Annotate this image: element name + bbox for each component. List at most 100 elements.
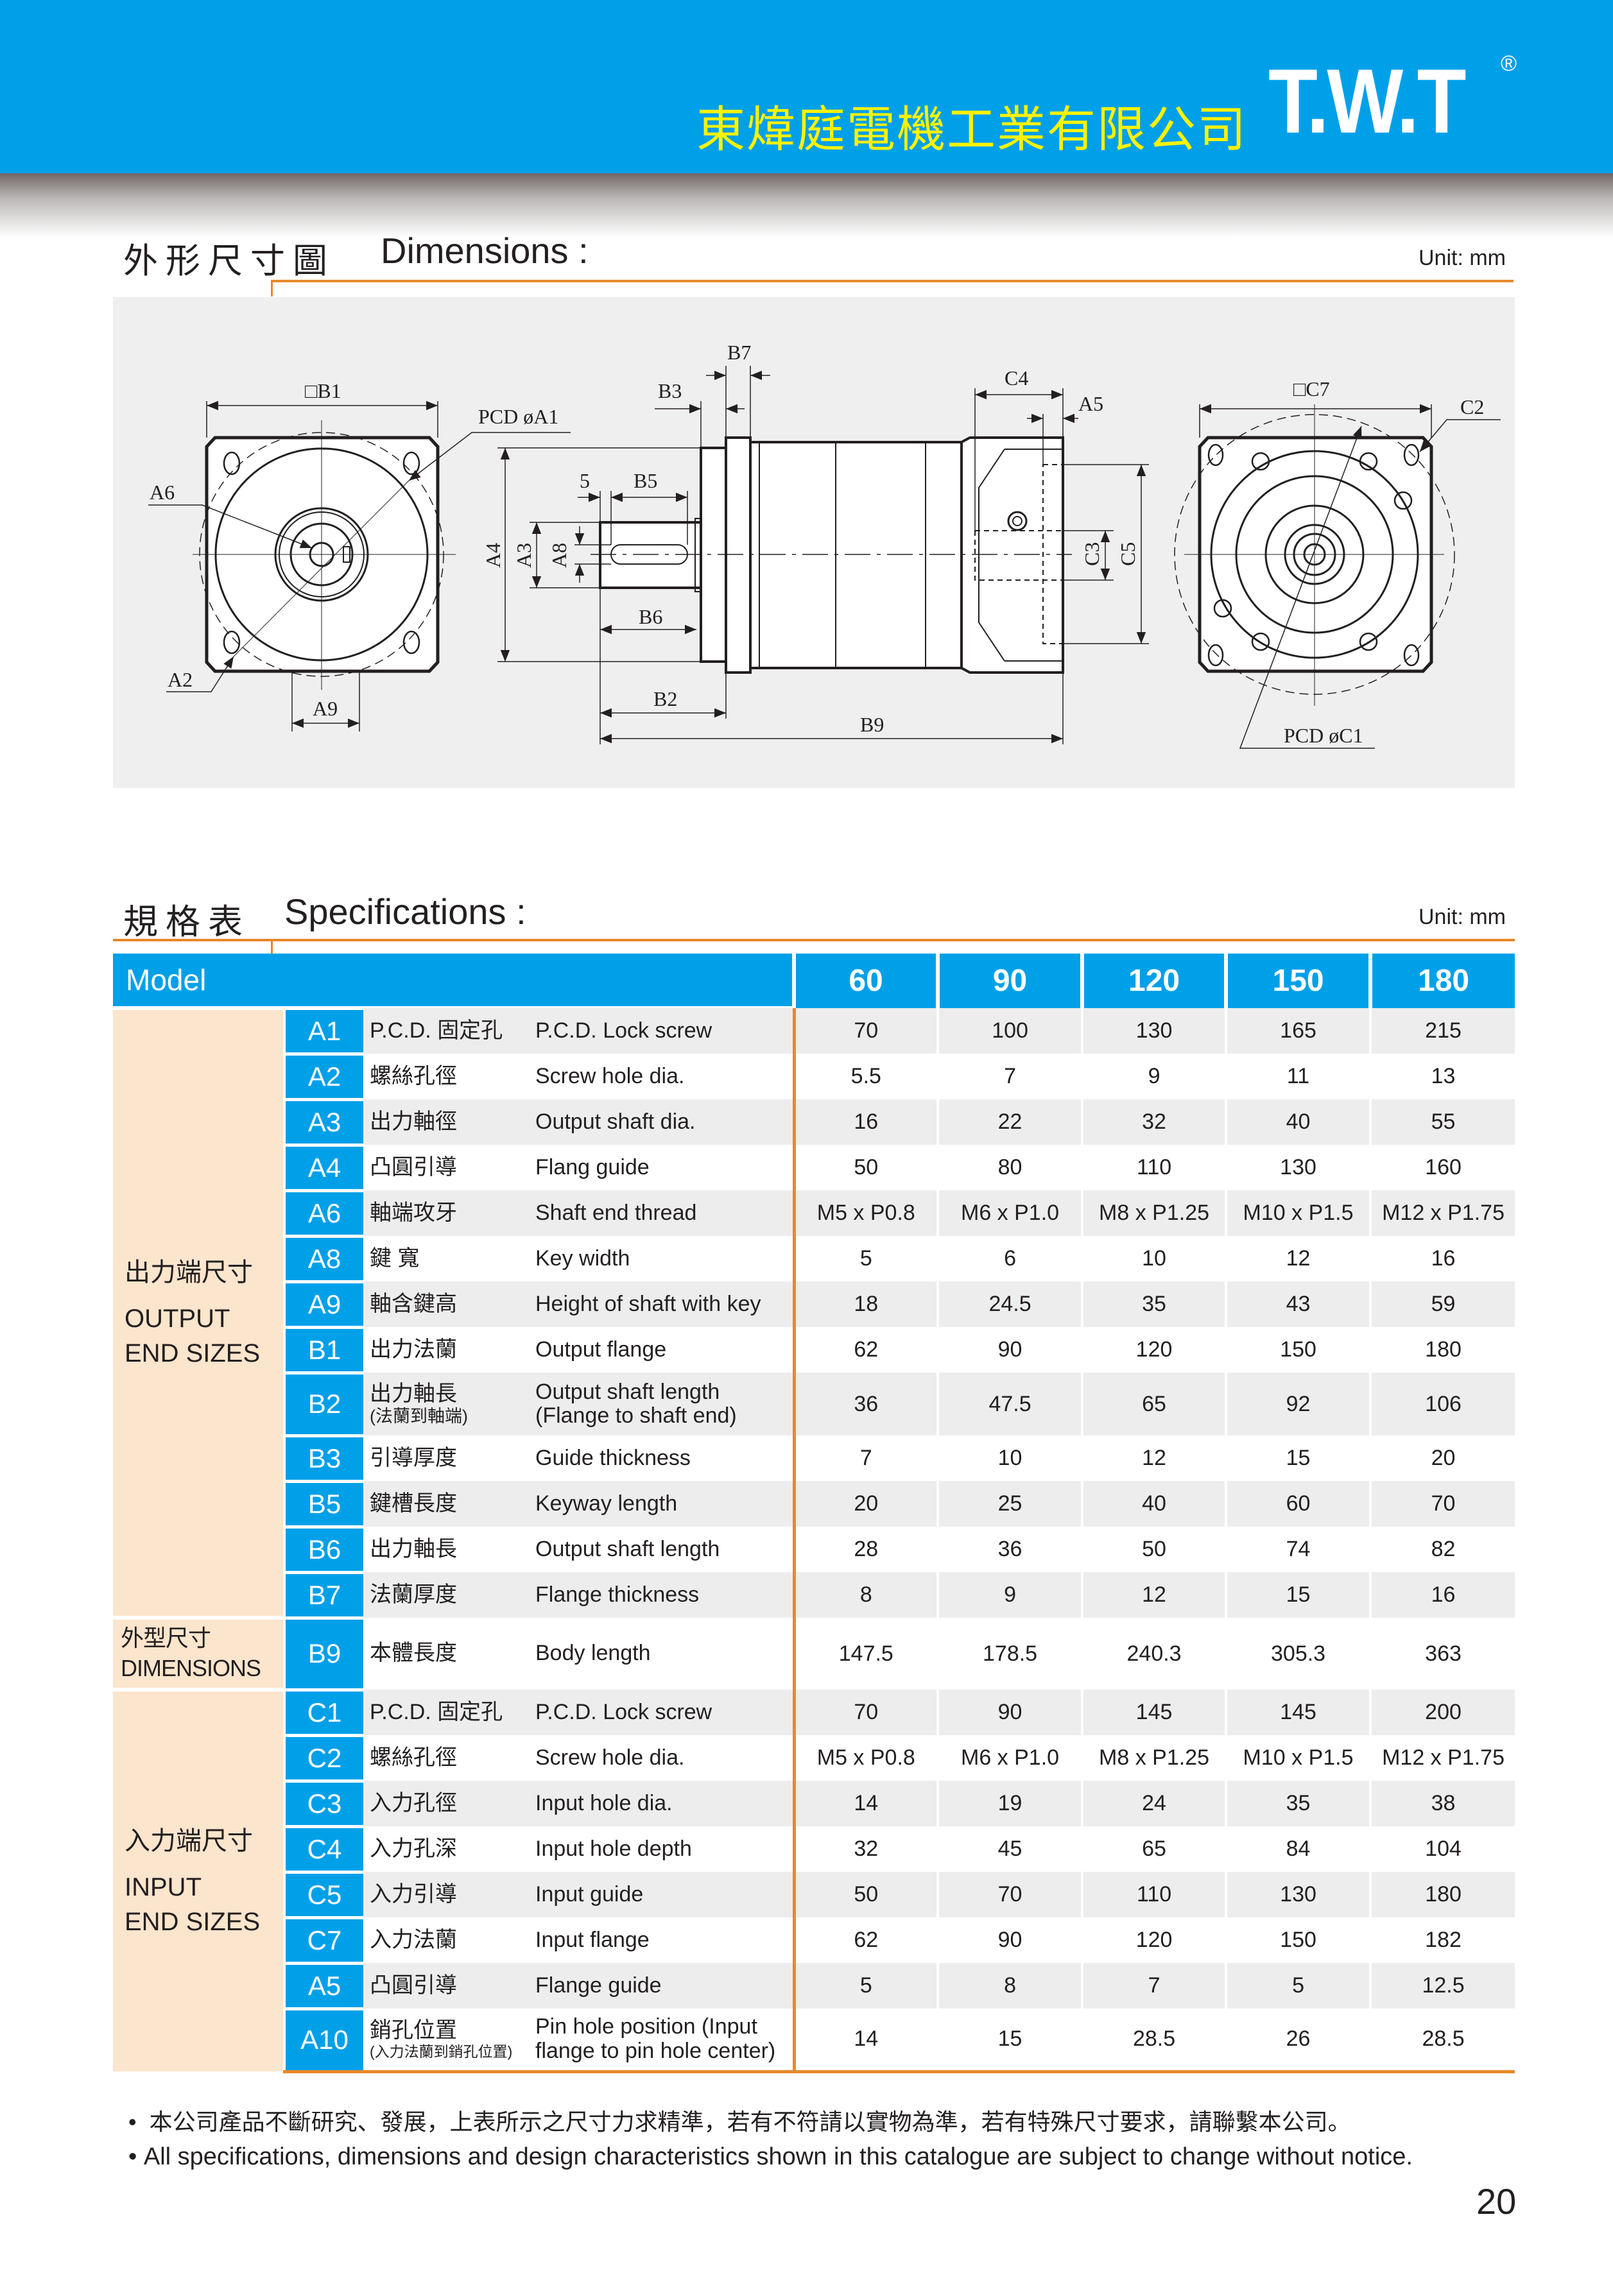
twt-logo: T.W.T — [1268, 49, 1467, 153]
value-cell-90: 24.5 — [936, 1281, 1083, 1327]
value-cell-60: 14 — [792, 2009, 938, 2073]
value-cell-60: 28 — [792, 1527, 938, 1572]
group-en-line2: END SIZES — [125, 1339, 261, 1367]
value-cell-150: 130 — [1225, 1145, 1371, 1190]
value-cell-90: 22 — [936, 1099, 1083, 1145]
value-cell-150: 5 — [1225, 1963, 1371, 2009]
header-shadow — [0, 173, 1613, 237]
param-name-en: Input guide — [530, 1872, 795, 1917]
param-name-cn: 引導厚度 — [363, 1435, 530, 1481]
value-cell-60: M5 x P0.8 — [792, 1735, 938, 1781]
param-name-en: P.C.D. Lock screw — [530, 1008, 795, 1054]
group-cn: 入力端尺寸 — [125, 1827, 253, 1855]
value-cell-90: 178.5 — [936, 1618, 1083, 1690]
page-number: 20 — [1476, 2181, 1517, 2222]
value-cell-180: 82 — [1369, 1527, 1515, 1572]
param-name-en-text: Body length — [535, 1641, 651, 1666]
param-name-cn: 本體長度 — [363, 1618, 530, 1690]
param-name-cn: 入力引導 — [363, 1872, 530, 1917]
value-cell-120: 10 — [1081, 1236, 1227, 1281]
param-name-en-text: P.C.D. Lock screw — [535, 1018, 712, 1043]
param-name-en-text: Output shaft length — [535, 1379, 720, 1404]
param-name-cn-text: P.C.D. 固定孔 — [370, 1018, 503, 1043]
value-cell-120: 65 — [1081, 1826, 1227, 1872]
side-view — [591, 436, 1072, 674]
spec-title-en: Specifications : — [284, 891, 526, 932]
param-name-en-text: Flange guide — [535, 1973, 662, 1998]
param-name-en: Guide thickness — [530, 1435, 794, 1481]
param-code: B5 — [283, 1479, 363, 1527]
param-name-cn-text: 螺絲孔徑 — [370, 1063, 457, 1088]
param-name-cn-text: 出力軸長 — [370, 1381, 457, 1406]
value-cell-180: 55 — [1369, 1099, 1515, 1145]
param-name-en: Output shaft length(Flange to shaft end) — [530, 1373, 795, 1435]
value-cell-180: 106 — [1369, 1373, 1515, 1435]
value-cell-180: 180 — [1369, 1872, 1515, 1917]
param-name-en-text: Key width — [535, 1246, 630, 1271]
param-code: B3 — [283, 1434, 363, 1481]
size-header-90: 90 — [936, 954, 1083, 1008]
param-name-cn-text: 凸圓引導 — [370, 1973, 457, 1998]
value-cell-90: 90 — [936, 1690, 1083, 1735]
param-name-en-text: Input flange — [535, 1927, 650, 1952]
param-name-cn: 鍵 寬 — [363, 1236, 530, 1281]
group-en-line1: INPUT — [125, 1873, 202, 1901]
value-cell-90: 100 — [936, 1008, 1083, 1054]
value-cell-90: 70 — [936, 1872, 1083, 1917]
value-cell-180: 38 — [1369, 1781, 1515, 1826]
param-name-en-text: Pin hole position (Input — [535, 2014, 757, 2039]
value-cell-60: 8 — [792, 1572, 938, 1618]
param-name-en-text: Shaft end thread — [535, 1200, 697, 1225]
param-name-cn-text: 螺絲孔徑 — [370, 1745, 457, 1770]
param-name-cn: 入力法蘭 — [363, 1917, 530, 1963]
value-cell-150: 11 — [1225, 1054, 1371, 1099]
param-name-en: Output shaft length — [530, 1527, 794, 1572]
param-name-cn-text: 鍵 寬 — [370, 1246, 420, 1271]
value-cell-180: M12 x P1.75 — [1369, 1735, 1515, 1781]
param-name-en-text: Input hole depth — [535, 1836, 692, 1861]
param-name-cn: 出力法蘭 — [363, 1327, 530, 1373]
param-code: C2 — [283, 1733, 363, 1781]
model-header: Model — [113, 954, 795, 1008]
value-cell-90: 45 — [936, 1826, 1083, 1872]
value-cell-120: 130 — [1081, 1008, 1227, 1054]
param-name-cn: 軸端攻牙 — [363, 1190, 530, 1236]
param-name-cn-text: 法蘭厚度 — [370, 1582, 457, 1607]
value-cell-120: 110 — [1081, 1872, 1227, 1917]
value-cell-150: 60 — [1225, 1481, 1371, 1527]
label-c5: C5 — [1116, 542, 1139, 566]
value-cell-90: 36 — [936, 1527, 1083, 1572]
param-name-en-text: Height of shaft with key — [535, 1291, 761, 1316]
value-cell-120: 35 — [1081, 1281, 1227, 1327]
param-name-en-text: Keyway length — [535, 1491, 678, 1516]
value-cell-150: M10 x P1.5 — [1225, 1735, 1371, 1781]
param-name-cn-text: P.C.D. 固定孔 — [370, 1699, 503, 1724]
param-name-en-line2: (Flange to shaft end) — [535, 1403, 737, 1428]
group-en-line1: DIMENSIONS — [121, 1655, 261, 1681]
param-code: C7 — [283, 1915, 363, 1963]
param-name-en: Height of shaft with key — [530, 1281, 795, 1327]
value-cell-120: 145 — [1081, 1690, 1227, 1735]
param-name-cn: 出力軸長 — [363, 1527, 530, 1572]
param-name-en-text: Output flange — [535, 1337, 667, 1362]
label-a3: A3 — [512, 543, 535, 568]
value-cell-60: 5 — [792, 1963, 938, 2009]
note-en-text: All specifications, dimensions and desig… — [143, 2143, 1413, 2170]
value-cell-150: 74 — [1225, 1527, 1371, 1572]
label-a8: A8 — [548, 543, 571, 568]
value-cell-150: M10 x P1.5 — [1225, 1190, 1371, 1236]
header-banner — [0, 0, 1613, 173]
value-cell-120: 65 — [1081, 1373, 1227, 1435]
param-name-en: Screw hole dia. — [530, 1735, 794, 1781]
